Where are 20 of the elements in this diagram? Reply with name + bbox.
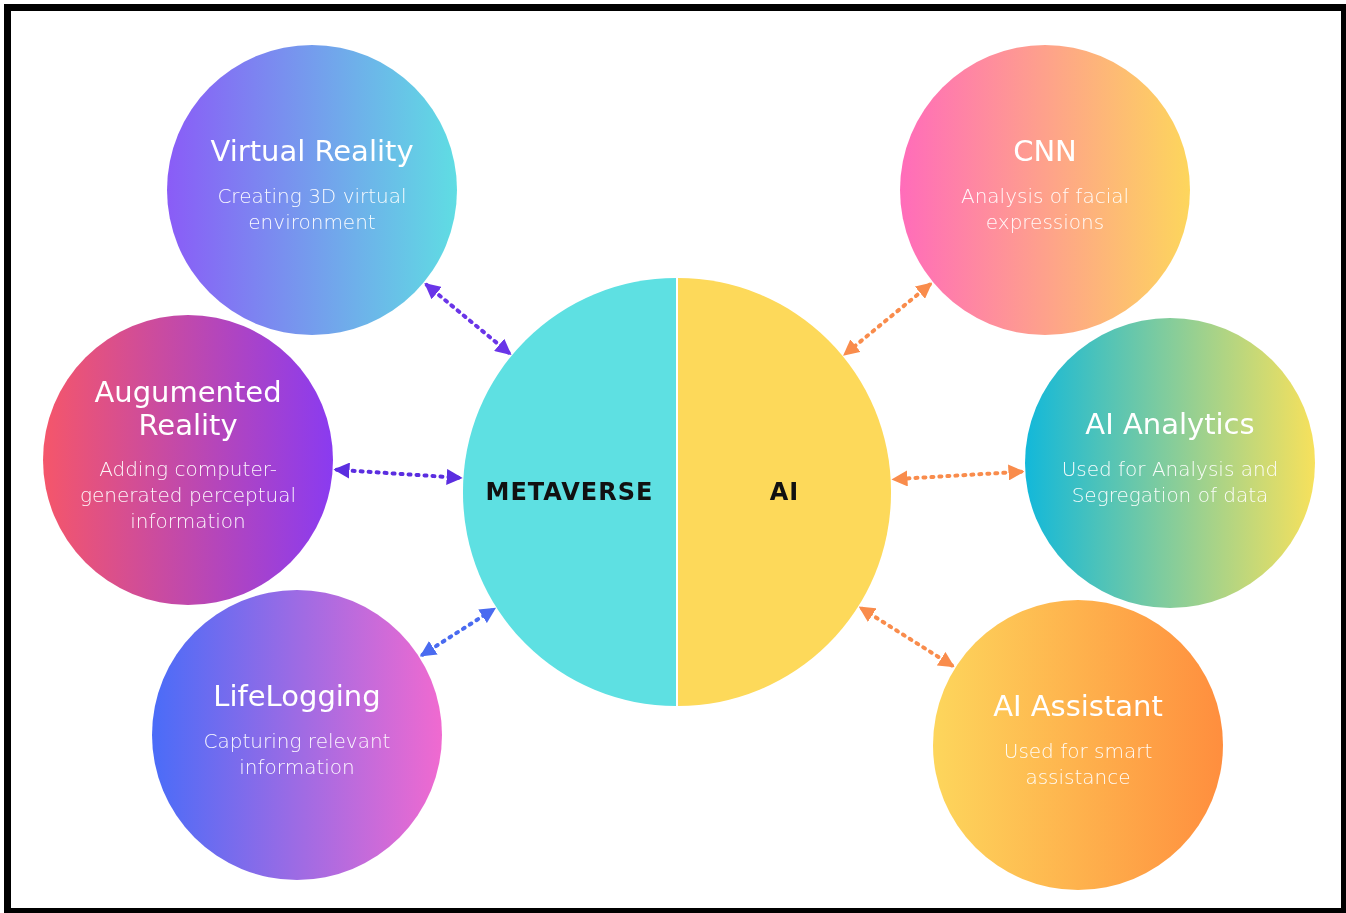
circle-description: Adding computer-generated perceptual information [78,456,298,535]
circle-description: Capturing relevant information [202,727,392,780]
circle-description: Used for Analysis and Segregation of data [1060,455,1280,508]
circle-title: CNN [1013,135,1077,169]
circle-title: AI Assistant [993,690,1163,724]
circle-description: Used for smart assistance [1002,737,1154,790]
dotted-arrow [858,606,955,668]
circle-title: AI Analytics [1085,408,1255,442]
circle-description: Creating 3D virtual environment [216,182,408,235]
circle-title: LifeLogging [213,680,381,714]
circle-label: AI [769,478,800,506]
circle-label: METAVERSE [485,478,654,506]
dotted-arrow [333,462,463,485]
circle-title: Virtual Reality [210,135,414,169]
circle-description: Analysis of facial expressions [959,182,1131,235]
dotted-arrow [891,464,1025,487]
circle-title: Augumented Reality [93,375,283,443]
dotted-arrow [424,282,512,356]
dotted-arrow [419,607,497,657]
dotted-arrow [843,282,933,356]
